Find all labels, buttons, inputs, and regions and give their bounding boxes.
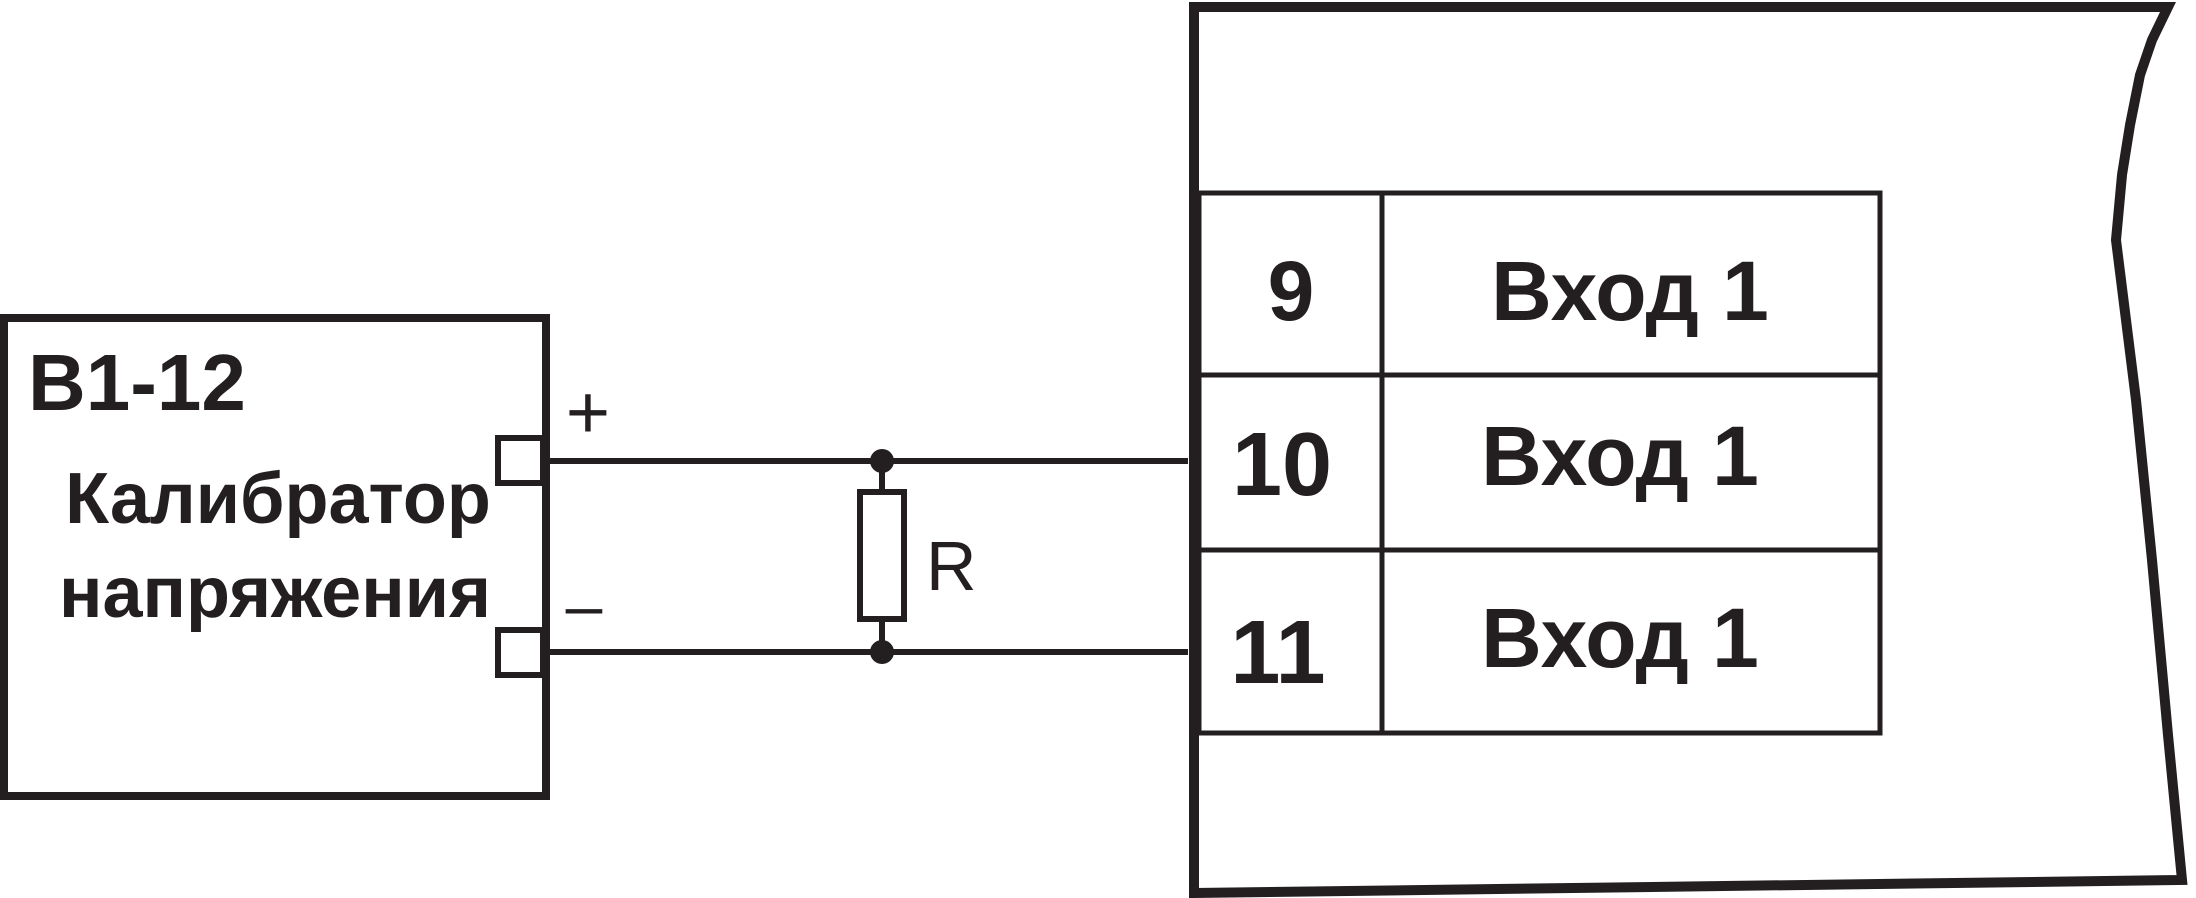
shunt-resistor: R xyxy=(857,449,977,664)
calibrator-box: В1-12 Калибратор напряжения + – xyxy=(0,314,610,800)
junction-node xyxy=(870,449,894,473)
calibrator-title-line2: напряжения xyxy=(59,553,491,633)
terminal-number: 11 xyxy=(1230,603,1325,703)
resistor-label: R xyxy=(926,527,977,605)
minus-output-terminal xyxy=(495,627,546,678)
terminal-table-outline xyxy=(1196,190,1883,736)
junction-node xyxy=(870,640,894,664)
minus-polarity-label: – xyxy=(566,568,603,642)
terminal-signal: Вход 1 xyxy=(1491,244,1769,338)
calibrator-model: В1-12 xyxy=(28,338,246,427)
terminal-number: 10 xyxy=(1232,415,1332,515)
terminal-signal: Вход 1 xyxy=(1481,591,1759,685)
resistor-body xyxy=(857,489,907,622)
calibrator-outline xyxy=(0,314,550,800)
terminal-number: 9 xyxy=(1268,244,1315,338)
terminal-block: 9 Вход 1 10 Вход 1 11 Вход 1 xyxy=(1196,190,1883,736)
device-frame xyxy=(1189,2,2188,898)
plus-output-terminal xyxy=(495,435,546,486)
terminal-signal: Вход 1 xyxy=(1481,409,1759,503)
plus-polarity-label: + xyxy=(566,370,610,455)
calibrator-title-line1: Калибратор xyxy=(65,459,491,539)
